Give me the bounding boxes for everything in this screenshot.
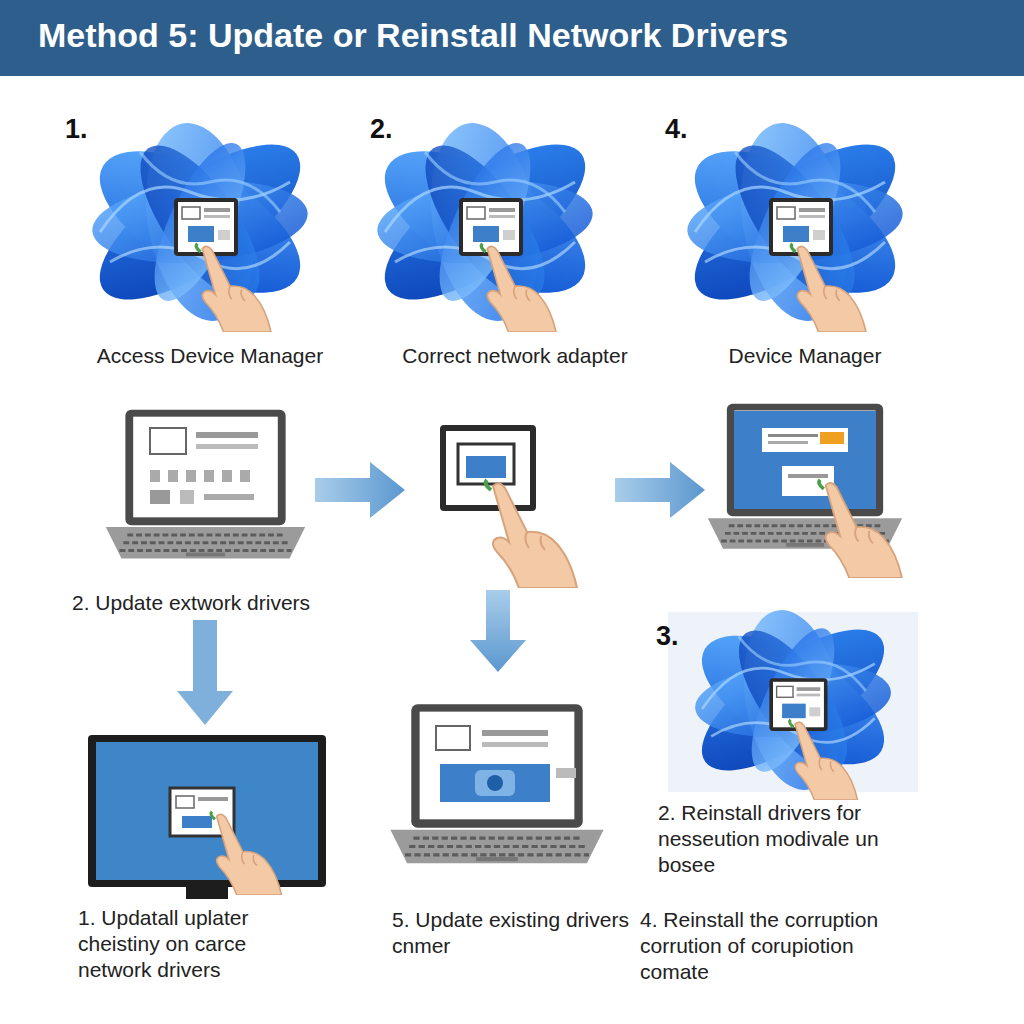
illustrated-step: 1. Access Device Manager: [60, 110, 360, 375]
step-caption: 5. Update existing drivers cnmer: [392, 907, 657, 959]
note-text: 4. Reinstall the corruption corrution of…: [640, 907, 925, 985]
step-caption: 2. Reinstall drivers for nesseution modi…: [658, 800, 896, 878]
step-number: 2.: [370, 116, 430, 142]
step-caption: 2. Update extwork drivers: [72, 590, 352, 616]
illustrated-step: 4. Device Manager: [655, 110, 955, 375]
step-number: 3.: [656, 623, 716, 649]
step-caption: Access Device Manager: [60, 343, 360, 369]
illustrated-step: 3. 2. Reinstall drivers for nesseution mo…: [648, 608, 948, 878]
flow-arrow: [177, 620, 233, 725]
step-caption: Correct network adapter: [365, 343, 665, 369]
step-number: 4.: [665, 116, 725, 142]
illustrated-step: 1. Updatall uplater cheistiny on carce n…: [70, 725, 340, 1000]
illustrated-step: 2. Update extwork drivers: [65, 400, 355, 620]
step-number: 1.: [65, 116, 125, 142]
illustrated-step: 5. Update existing drivers cnmer: [380, 700, 670, 970]
step-caption: Device Manager: [655, 343, 955, 369]
step-caption: 1. Updatall uplater cheistiny on carce n…: [78, 905, 278, 983]
illustrated-step: 2. Correct network adapter: [365, 110, 665, 375]
title-text: Method 5: Update or Reinstall Network Dr…: [38, 16, 788, 55]
